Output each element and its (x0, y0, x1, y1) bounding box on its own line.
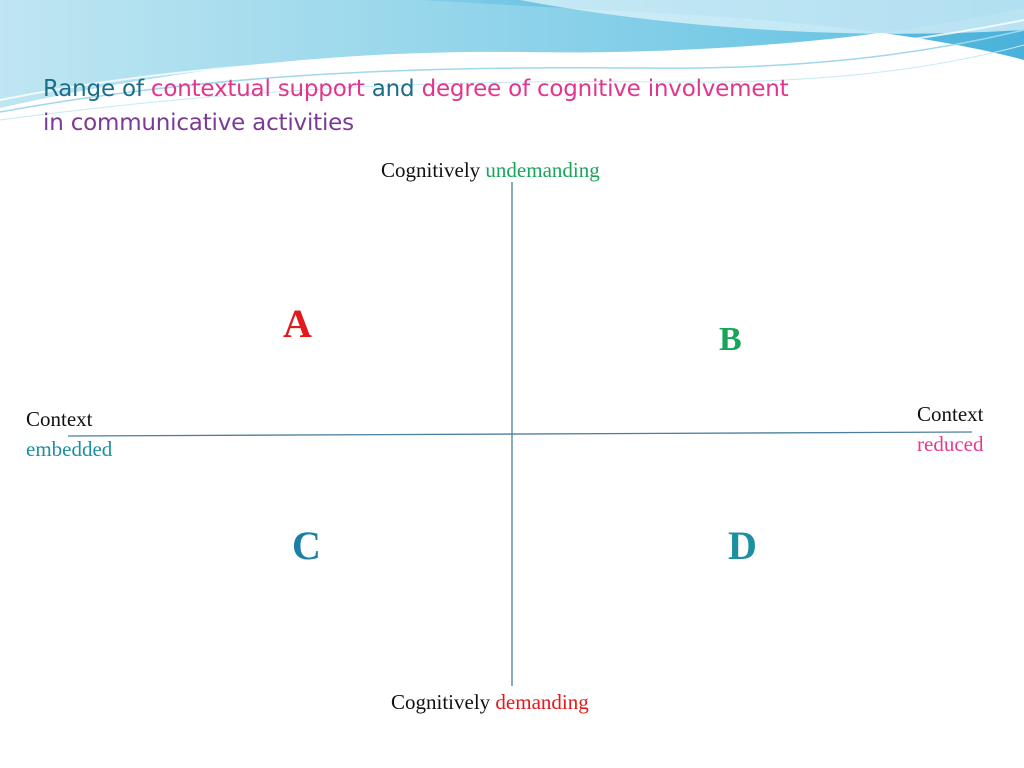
quadrant-b-label: B (719, 321, 742, 358)
quadrant-c-label: C (292, 523, 321, 568)
top-axis-label-word2: undemanding (485, 158, 600, 182)
left-axis-label-line2: embedded (26, 437, 113, 461)
title-part-communicative-activities: communicative activities (70, 110, 354, 136)
title-part-cognitive-involvement: degree of cognitive involvement (421, 76, 789, 102)
quadrant-d-label: D (728, 523, 757, 568)
left-axis-label: Context embedded (26, 404, 112, 464)
bottom-axis-label-word2: demanding (495, 690, 589, 714)
top-axis-label-word1: Cognitively (381, 158, 486, 182)
bottom-axis-label-word1: Cognitively (391, 690, 496, 714)
left-axis-label-line1: Context (26, 407, 93, 431)
header-wave-decoration (0, 0, 1024, 121)
slide-title: Range of contextual support and degree o… (43, 72, 1003, 140)
right-axis-label: Context reduced (917, 399, 984, 459)
title-part-contextual-support: contextual support (150, 76, 365, 102)
title-part-range: Range of (43, 76, 151, 102)
horizontal-axis (67, 431, 973, 437)
right-axis-label-line2: reduced (917, 432, 984, 456)
bottom-axis-label: Cognitively demanding (391, 687, 589, 717)
title-part-and: and (364, 76, 422, 102)
right-axis-label-line1: Context (917, 402, 984, 426)
top-axis-label: Cognitively undemanding (381, 155, 600, 185)
quadrant-a-label: A (283, 301, 312, 346)
title-part-in: in (43, 110, 71, 136)
